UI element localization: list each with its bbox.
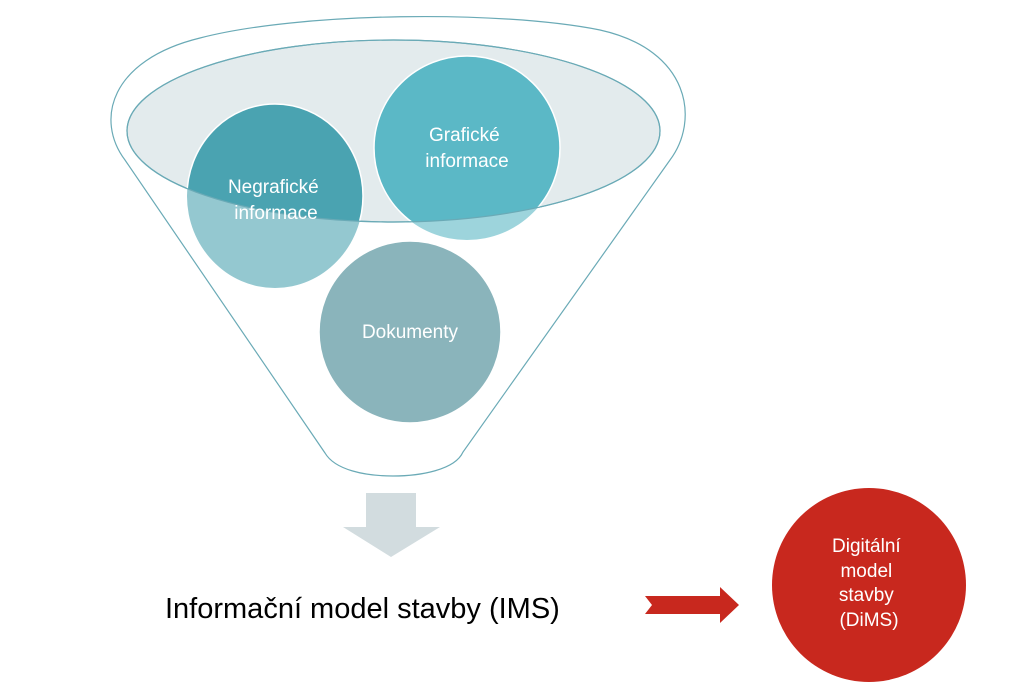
label-dims: Digitální model stavby (DiMS) [832,536,906,631]
circle-dokumenty [318,240,502,424]
circle-dims [772,488,966,682]
label-graficke: Grafické informace [425,125,508,172]
label-negraficke: Negrafické informace [228,177,324,224]
right-arrow-icon [645,587,739,623]
funnel-rim-edge [126,39,661,223]
ims-label: Informační model stavby (IMS) [165,593,560,625]
down-arrow-icon [343,493,440,557]
label-dokumenty: Dokumenty [362,322,459,343]
